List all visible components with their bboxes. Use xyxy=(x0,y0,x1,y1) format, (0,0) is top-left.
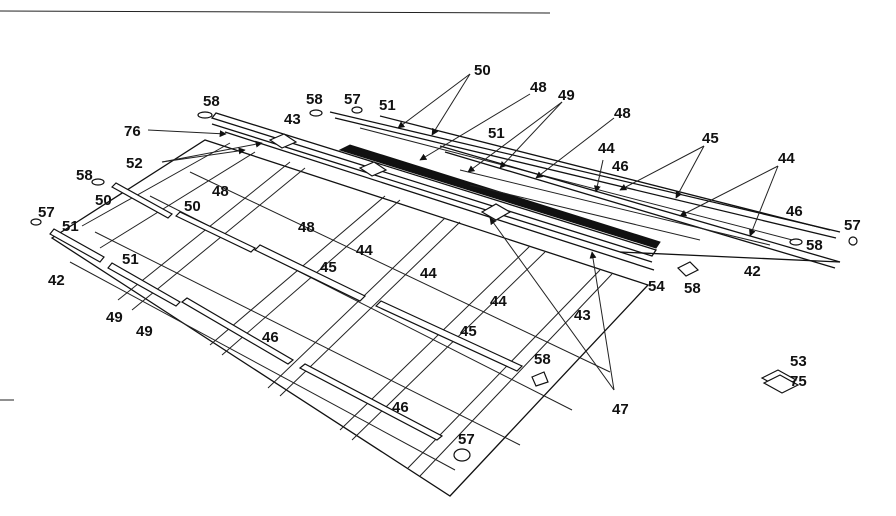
label-50-top: 50 xyxy=(474,62,491,79)
clip-58-b xyxy=(309,109,323,117)
label-50-b: 50 xyxy=(95,192,112,209)
label-43-b: 43 xyxy=(574,307,591,324)
splice-plate-52b xyxy=(358,161,388,177)
label-49-b: 49 xyxy=(106,309,123,326)
label-46-a: 46 xyxy=(612,158,629,175)
panel-outline xyxy=(50,139,650,497)
label-54: 54 xyxy=(648,278,665,295)
label-44-a: 44 xyxy=(598,140,615,157)
part-labels: 50 58 58 57 51 48 49 76 43 51 48 45 44 4… xyxy=(38,62,861,448)
label-48-a: 48 xyxy=(530,79,547,96)
label-57-c: 57 xyxy=(844,217,861,234)
clip-58-c xyxy=(91,178,105,186)
label-42-b: 42 xyxy=(744,263,761,280)
label-44-d: 44 xyxy=(420,265,437,282)
label-51-b: 51 xyxy=(488,125,505,142)
label-58-b: 58 xyxy=(306,91,323,108)
label-57-a: 57 xyxy=(344,91,361,108)
label-57-d: 57 xyxy=(458,431,475,448)
label-58-e: 58 xyxy=(684,280,701,297)
label-48-d: 48 xyxy=(298,219,315,236)
label-51-d: 51 xyxy=(122,251,139,268)
label-49-c: 49 xyxy=(136,323,153,340)
cross-bars xyxy=(49,182,524,441)
label-53: 53 xyxy=(790,353,807,370)
label-46-b: 46 xyxy=(786,203,803,220)
clip-57-d xyxy=(453,448,471,462)
bar-46-b xyxy=(298,363,444,441)
label-57-b: 57 xyxy=(38,204,55,221)
label-42-a: 42 xyxy=(48,272,65,289)
label-75: 75 xyxy=(790,373,807,390)
label-49-a: 49 xyxy=(558,87,575,104)
bar-50-b xyxy=(174,211,257,253)
label-46-d: 46 xyxy=(392,399,409,416)
clip-57-a xyxy=(351,106,363,114)
label-58-c: 58 xyxy=(76,167,93,184)
label-58-a: 58 xyxy=(203,93,220,110)
top-edge-line xyxy=(0,10,551,14)
rail-dark-strip xyxy=(338,144,661,249)
leader-lines xyxy=(147,73,779,391)
label-45-a: 45 xyxy=(702,130,719,147)
splice-plate-47a xyxy=(480,203,512,221)
label-51-c: 51 xyxy=(62,218,79,235)
clip-58-f xyxy=(531,371,549,387)
clip-58-e xyxy=(676,261,700,277)
clip-57-b xyxy=(30,218,42,226)
label-52: 52 xyxy=(126,155,143,172)
bar-50-a xyxy=(111,182,173,219)
label-48-c: 48 xyxy=(212,183,229,200)
label-46-c: 46 xyxy=(262,329,279,346)
long-rails xyxy=(210,111,841,271)
label-44-c: 44 xyxy=(356,242,373,259)
label-58-d: 58 xyxy=(806,237,823,254)
label-45-c: 45 xyxy=(460,323,477,340)
label-43-a: 43 xyxy=(284,111,301,128)
bar-45-b xyxy=(374,300,524,372)
label-47: 47 xyxy=(612,401,629,418)
bar-51-b xyxy=(107,262,181,307)
hardware xyxy=(30,106,858,462)
clip-58-d xyxy=(789,238,803,246)
label-44-b: 44 xyxy=(778,150,795,167)
label-44-e: 44 xyxy=(490,293,507,310)
bar-45-a xyxy=(253,244,367,302)
bar-46-a xyxy=(180,297,295,365)
rail-76 xyxy=(210,112,658,257)
bar-51-left xyxy=(49,228,105,263)
clip-57-c xyxy=(848,236,858,246)
label-50-c: 50 xyxy=(184,198,201,215)
splice-plate-52a xyxy=(268,133,298,149)
label-45-b: 45 xyxy=(320,259,337,276)
label-48-b: 48 xyxy=(614,105,631,122)
label-76: 76 xyxy=(124,123,141,140)
clip-58-a xyxy=(197,111,213,119)
label-58-f: 58 xyxy=(534,351,551,368)
label-51-a: 51 xyxy=(379,97,396,114)
